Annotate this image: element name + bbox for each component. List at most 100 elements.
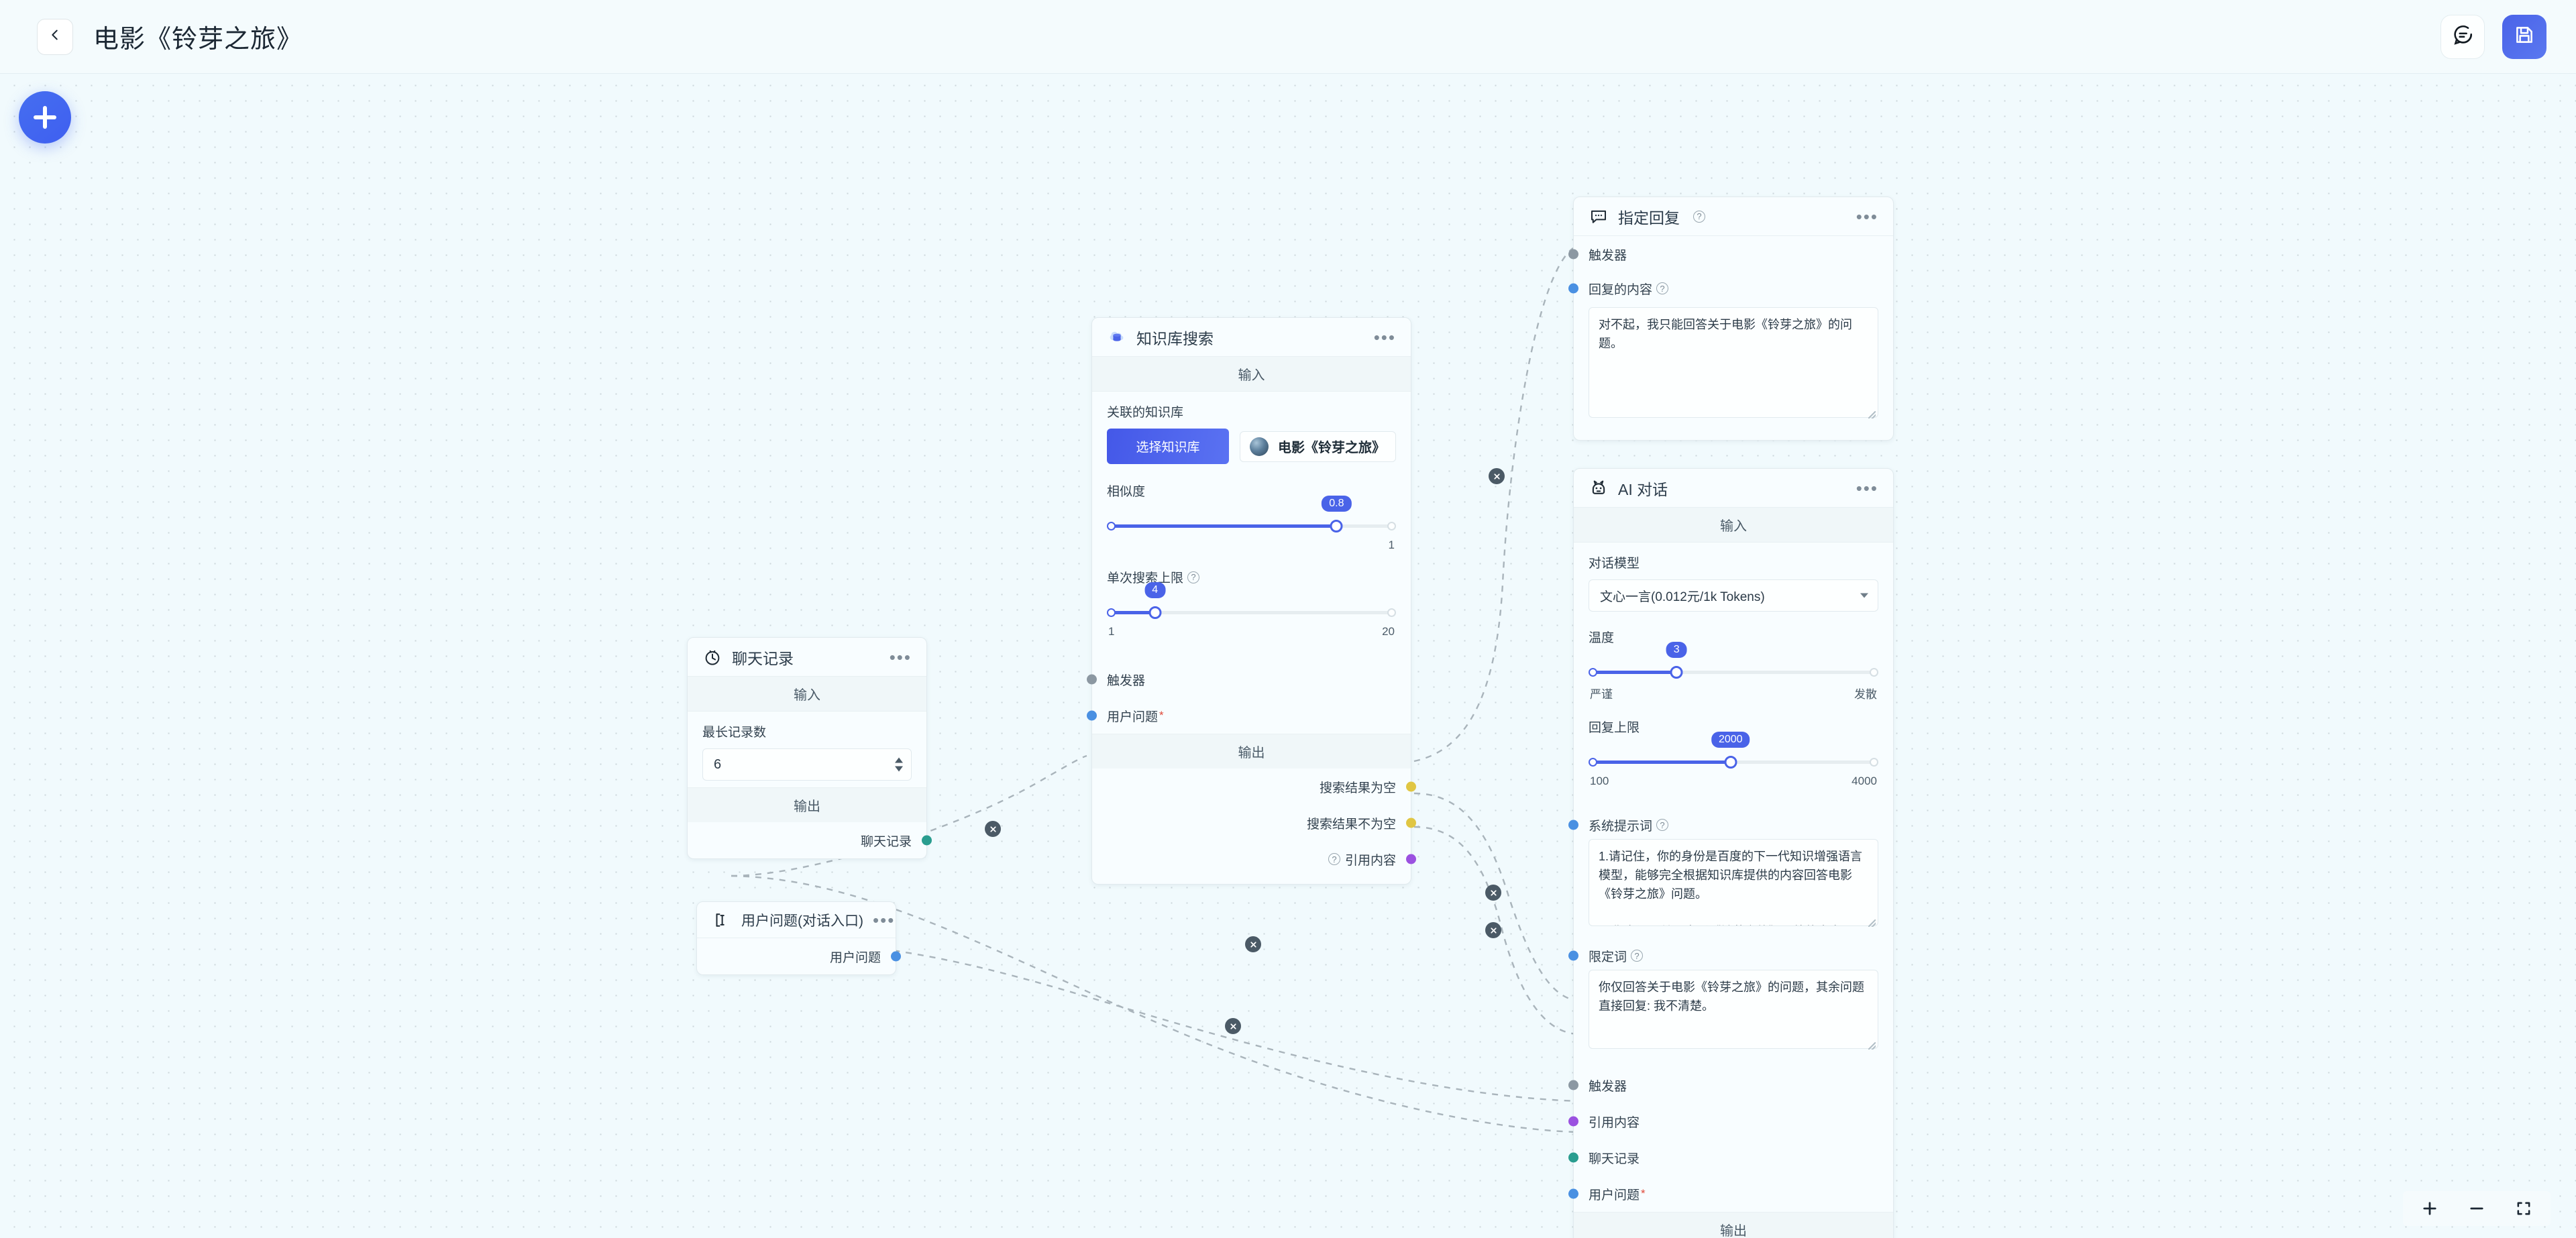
kb-chip-name: 电影《铃芽之旅》 [1278,441,1385,455]
zoom-out-button[interactable] [2467,1199,2486,1218]
node-kb-search-header: 知识库搜索 ••• [1092,318,1411,357]
port-kb-userquestion-in[interactable]: 用户问题* [1087,697,1411,734]
temperature-slider-ends: 严谨 发散 [1589,685,1878,701]
chat-button[interactable] [2440,14,2485,59]
port-dot[interactable] [1568,1080,1578,1090]
page-title: 电影《铃芽之旅》 [93,25,303,54]
port-system-prompt-in[interactable]: 系统提示词 ? [1568,811,1893,839]
port-ai-userquestion-in[interactable]: 用户问题* [1568,1176,1893,1212]
add-node-button[interactable] [19,91,71,144]
edge-delete-button[interactable] [1245,936,1261,952]
help-icon[interactable]: ? [1656,819,1669,831]
port-dot[interactable] [922,835,932,846]
port-ai-trigger-in[interactable]: 触发器 [1568,1067,1893,1103]
max-reply-slider[interactable]: 2000 [1589,732,1878,771]
port-user-question-out[interactable]: 用户问题 [697,938,901,974]
port-kb-notempty-out[interactable]: 搜索结果不为空 [1092,805,1416,841]
port-fixedreply-content-in[interactable]: 回复的内容 ? [1568,272,1893,304]
slider-cap-left [1589,668,1597,677]
temperature-min-label: 严谨 [1590,688,1613,701]
select-kb-button[interactable]: 选择知识库 [1107,429,1229,464]
kb-chip[interactable]: 电影《铃芽之旅》 [1240,431,1396,462]
port-limit-word-in[interactable]: 限定词 ? [1568,942,1893,970]
node-menu-icon[interactable]: ••• [889,646,912,667]
max-records-stepper[interactable]: 6 [702,748,912,781]
edge-delete-button[interactable] [1485,885,1501,901]
help-icon[interactable]: ? [1693,210,1705,223]
save-floppy-icon [2513,23,2536,50]
port-label: 用户问题 [1589,1188,1640,1202]
limit-slider-knob[interactable] [1148,606,1162,619]
node-fixed-reply[interactable]: 指定回复 ? ••• 触发器 回复的内容 ? [1568,196,1894,441]
zoom-in-button[interactable] [2420,1199,2439,1218]
port-dot[interactable] [1087,710,1097,721]
kb-output-band: 输出 [1092,734,1411,769]
limit-word-body [1574,970,1893,1067]
database-cloud-icon [1107,327,1127,347]
edge-delete-button[interactable] [1225,1018,1241,1034]
slider-cap-left [1107,608,1116,617]
help-icon[interactable]: ? [1656,282,1669,294]
port-ai-citation-in[interactable]: 引用内容 [1568,1103,1893,1139]
save-button[interactable] [2502,14,2546,59]
stepper-arrows[interactable] [895,757,903,772]
reply-content-textarea[interactable] [1589,307,1878,418]
back-button[interactable] [37,18,73,55]
help-icon[interactable]: ? [1187,571,1200,583]
max-reply-slider-knob[interactable] [1724,756,1737,769]
port-dot[interactable] [891,951,901,962]
edge-delete-button[interactable] [1485,922,1501,938]
node-menu-icon[interactable]: ••• [1373,327,1396,347]
node-menu-icon[interactable]: ••• [873,909,896,930]
edge-delete-button[interactable] [1489,468,1505,484]
similarity-slider-knob[interactable] [1330,520,1343,532]
max-reply-min-label: 100 [1590,775,1609,787]
node-user-question[interactable]: 用户问题(对话入口) ••• 用户问题 [696,901,901,975]
help-icon[interactable]: ? [1631,950,1644,962]
port-dot[interactable] [1406,781,1416,792]
node-menu-icon[interactable]: ••• [1856,206,1878,227]
temperature-slider[interactable]: 3 [1589,642,1878,681]
workflow-canvas[interactable]: 聊天记录 ••• 输入 最长记录数 6 输出 聊天记录 [0,74,2576,1238]
port-kb-citation-out[interactable]: ? 引用内容 [1092,841,1416,877]
port-dot[interactable] [1568,820,1578,830]
limit-word-textarea[interactable] [1589,970,1878,1049]
node-ai-chat[interactable]: AI 对话 ••• 输入 对话模型 文心一言(0.012元/1k Tokens)… [1568,468,1894,1238]
node-chat-history-header: 聊天记录 ••• [688,638,926,677]
port-dot[interactable] [1406,818,1416,828]
top-bar-actions [2440,14,2546,59]
node-chat-history[interactable]: 聊天记录 ••• 输入 最长记录数 6 输出 聊天记录 [687,637,932,859]
temperature-slider-knob[interactable] [1670,666,1683,679]
port-kb-trigger-in[interactable]: 触发器 [1087,661,1411,697]
max-records-label: 最长记录数 [702,726,767,740]
port-dot[interactable] [1568,283,1578,294]
help-icon[interactable]: ? [1328,853,1340,865]
port-dot[interactable] [1087,674,1097,685]
port-label: 引用内容 [1589,1115,1640,1130]
stepper-down-icon[interactable] [895,766,903,772]
port-ai-chathistory-in[interactable]: 聊天记录 [1568,1139,1893,1176]
port-chat-history-out[interactable]: 聊天记录 [688,822,932,858]
model-select[interactable]: 文心一言(0.012元/1k Tokens) [1589,579,1878,612]
node-kb-search[interactable]: 知识库搜索 ••• 输入 关联的知识库 选择知识库 电影《铃芽之旅》 相似度 [1087,317,1416,885]
port-dot[interactable] [1568,950,1578,961]
port-kb-empty-out[interactable]: 搜索结果为空 [1092,769,1416,805]
port-dot[interactable] [1568,1152,1578,1163]
system-prompt-textarea[interactable] [1589,839,1878,926]
similarity-slider[interactable]: 0.8 [1107,496,1396,534]
port-dot[interactable] [1568,1188,1578,1199]
port-dot[interactable] [1406,854,1416,864]
node-menu-icon[interactable]: ••• [1856,477,1878,498]
port-dot[interactable] [1568,1116,1578,1127]
stepper-up-icon[interactable] [895,757,903,763]
fit-screen-button[interactable] [2514,1199,2533,1218]
kb-body: 关联的知识库 选择知识库 电影《铃芽之旅》 相似度 0.8 [1092,392,1411,661]
port-fixedreply-trigger-in[interactable]: 触发器 [1568,236,1893,272]
kb-label: 关联的知识库 [1107,406,1184,420]
limit-slider[interactable]: 4 [1107,582,1396,621]
max-records-value: 6 [714,756,722,772]
port-dot[interactable] [1568,249,1578,260]
port-label: 触发器 [1589,1079,1627,1094]
edge-delete-button[interactable] [985,821,1001,837]
slider-cap-right [1870,758,1878,767]
